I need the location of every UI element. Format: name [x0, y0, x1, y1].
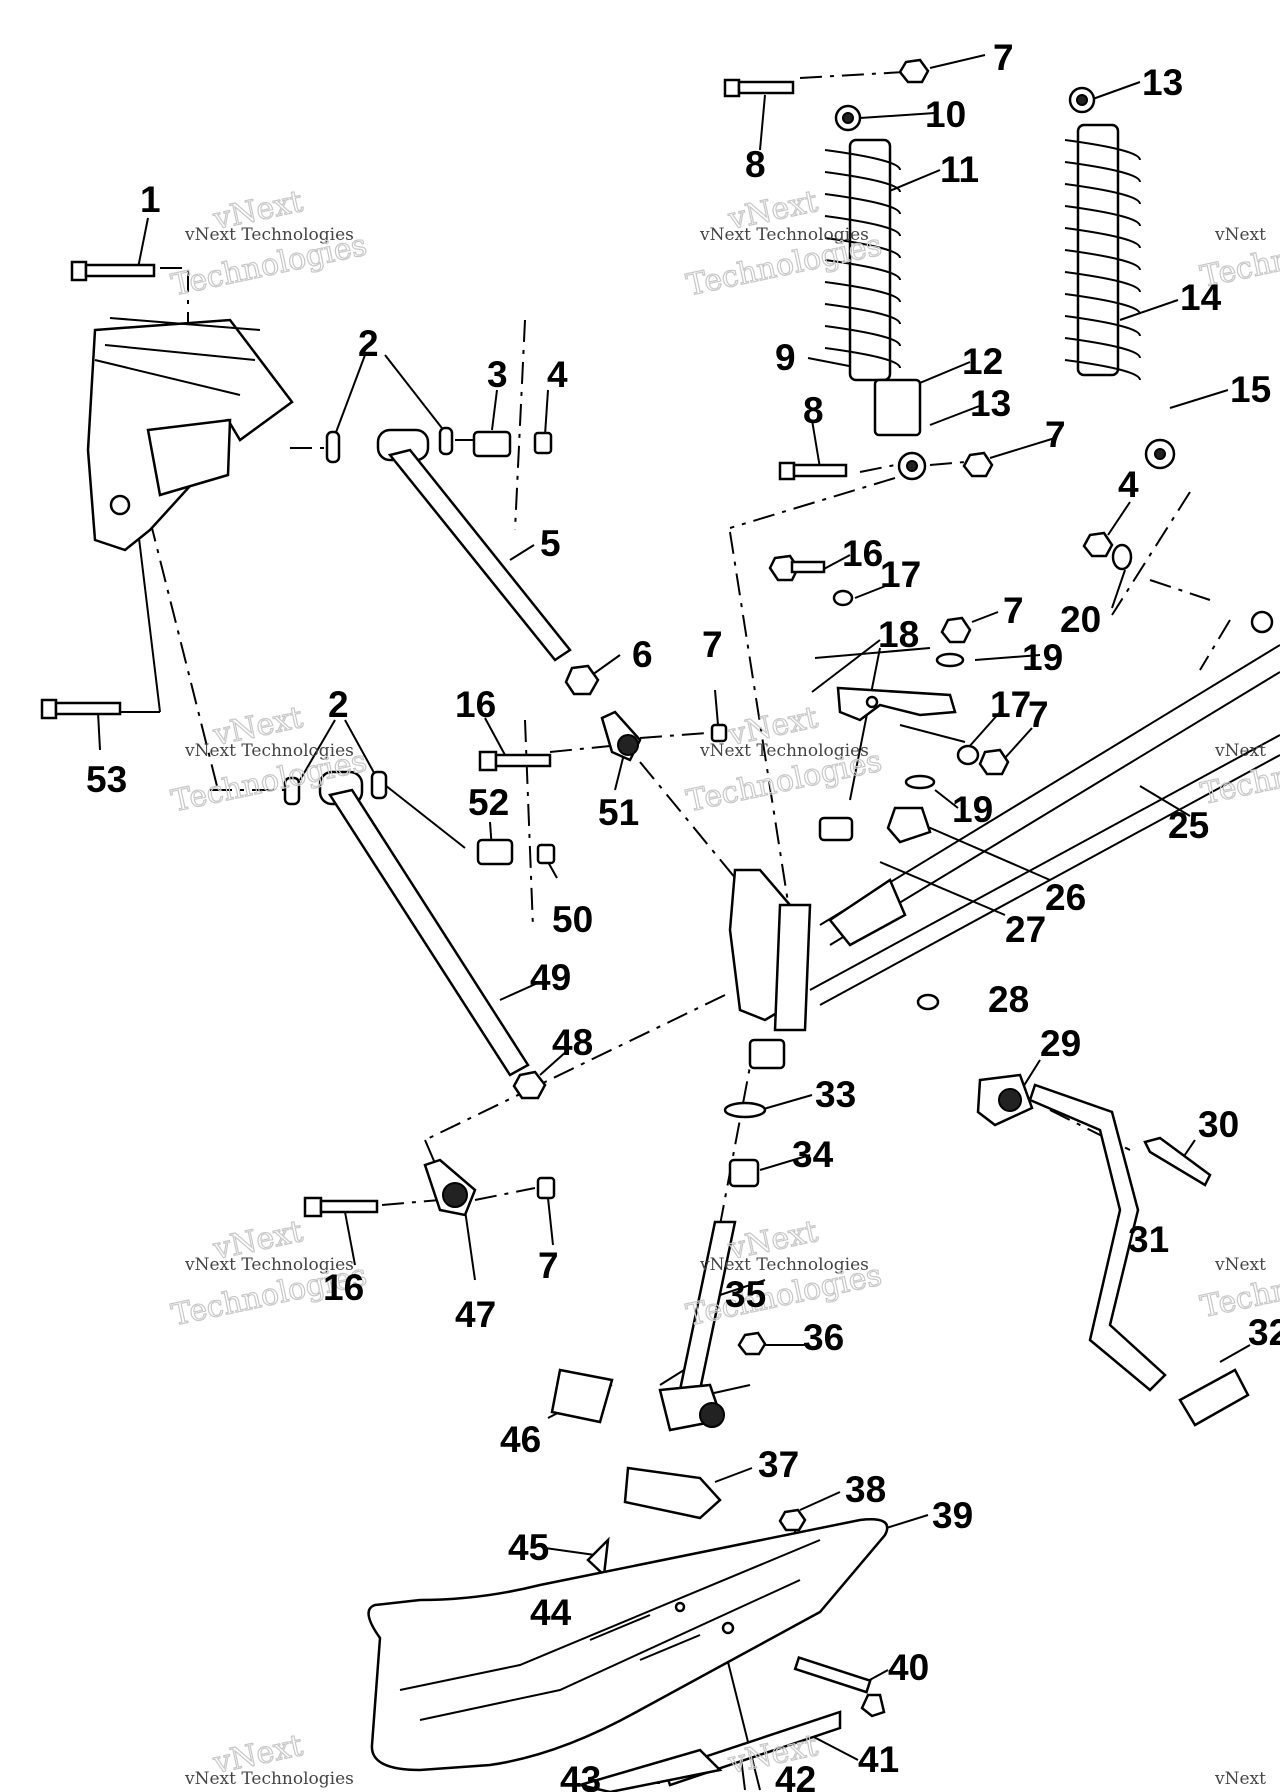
callout-label: 16	[323, 1267, 364, 1308]
callout-label: 36	[803, 1317, 844, 1358]
callout-label: 51	[598, 792, 639, 833]
callout-label: 8	[745, 144, 766, 185]
callout-label: 20	[1060, 599, 1101, 640]
callout-label: 25	[1168, 805, 1209, 846]
callout-label: 7	[702, 624, 723, 665]
callout-label: 19	[952, 789, 993, 830]
callout-label: 38	[845, 1469, 886, 1510]
callout-label: 2	[328, 684, 349, 725]
callout-labels: 1 2 2 3 4 4 5 6 7 7 7 7 7 7 7 8 8 9 10 1…	[86, 37, 1280, 1792]
callout-label: 35	[725, 1274, 766, 1315]
watermark-text: vNext Technologies	[184, 1769, 354, 1789]
watermark-text: vNext	[1214, 225, 1266, 245]
callout-label: 50	[552, 899, 593, 940]
callout-label: 8	[803, 390, 824, 431]
callout-label: 18	[878, 614, 919, 655]
callout-label: 26	[1045, 877, 1086, 918]
callout-label: 34	[792, 1134, 834, 1175]
callout-label: 44	[530, 1592, 572, 1633]
callout-label: 10	[925, 94, 966, 135]
callout-label: 17	[880, 554, 921, 595]
callout-label: 52	[468, 782, 509, 823]
callout-label: 7	[1003, 590, 1024, 631]
callout-label: 1	[140, 179, 161, 220]
callout-label: 16	[455, 684, 496, 725]
callout-label: 6	[632, 634, 653, 675]
callout-label: 43	[560, 1759, 601, 1792]
callout-label: 7	[1028, 694, 1049, 735]
callout-label: 48	[552, 1022, 593, 1063]
callout-label: 41	[858, 1739, 899, 1780]
callout-label: 2	[358, 323, 379, 364]
parts-artwork	[40, 58, 1280, 1792]
callout-label: 32	[1248, 1312, 1280, 1353]
callout-label: 42	[775, 1759, 816, 1792]
callout-label: 27	[1005, 909, 1046, 950]
callout-label: 33	[815, 1074, 856, 1115]
callout-label: 14	[1180, 277, 1222, 318]
callout-label: 30	[1198, 1104, 1239, 1145]
leader-lines	[97, 54, 1251, 1791]
callout-label: 17	[990, 684, 1031, 725]
callout-label: 12	[962, 341, 1003, 382]
watermark-text: vNext	[1214, 741, 1266, 761]
watermark-text: vNext Technologies	[699, 1255, 869, 1275]
watermark-text: vNext Technologies	[184, 225, 354, 245]
callout-label: 37	[758, 1444, 799, 1485]
callout-label: 13	[1142, 62, 1183, 103]
callout-label: 5	[540, 523, 561, 564]
callout-label: 4	[1118, 464, 1139, 505]
callout-label: 15	[1230, 369, 1271, 410]
watermark-text: vNext Technologies	[699, 225, 869, 245]
callout-label: 47	[455, 1294, 496, 1335]
callout-label: 53	[86, 759, 127, 800]
watermark-text: vNext Technologies	[184, 741, 354, 761]
callout-label: 7	[538, 1245, 559, 1286]
watermark-text: vNext Technologies	[699, 741, 869, 761]
callout-label: 28	[988, 979, 1029, 1020]
callout-label: 49	[530, 957, 571, 998]
callout-label: 13	[970, 383, 1011, 424]
callout-label: 4	[547, 354, 568, 395]
callout-label: 40	[888, 1647, 929, 1688]
watermark-text: vNext	[1214, 1769, 1266, 1789]
callout-label: 7	[1045, 414, 1066, 455]
callout-label: 7	[993, 37, 1014, 78]
callout-label: 9	[775, 337, 796, 378]
watermarks: vNext Technologies vNext Technologies vN…	[168, 184, 1280, 1789]
callout-label: 29	[1040, 1023, 1081, 1064]
callout-label: 45	[508, 1527, 549, 1568]
callout-label: 19	[1022, 637, 1063, 678]
watermark-text: vNext	[1214, 1255, 1266, 1275]
callout-label: 31	[1128, 1219, 1169, 1260]
callout-label: 39	[932, 1495, 973, 1536]
callout-label: 11	[940, 149, 979, 190]
callout-label: 16	[842, 533, 883, 574]
callout-label: 46	[500, 1419, 541, 1460]
watermark-text: vNext Technologies	[184, 1255, 354, 1275]
callout-label: 3	[487, 354, 508, 395]
